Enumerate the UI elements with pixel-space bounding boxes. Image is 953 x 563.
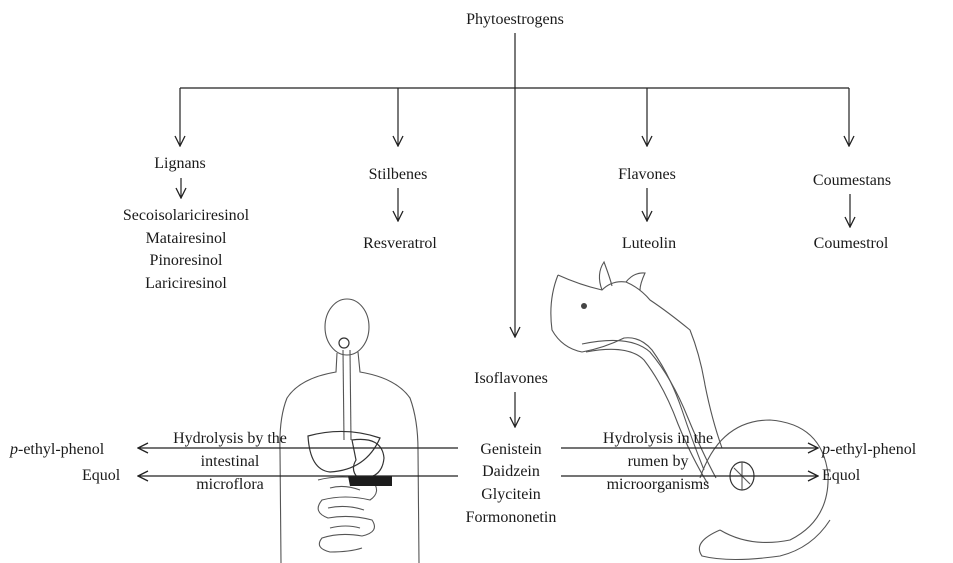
- isoflavones-label: Isoflavones: [474, 370, 548, 387]
- human-product-p-ethyl-phenol: p-ethyl-phenol: [9, 441, 105, 458]
- coumestans-compound: Coumestrol: [814, 235, 889, 252]
- colon-dark: [348, 476, 392, 486]
- human-product-equol: Equol: [82, 467, 121, 484]
- lignan-compound-1: Secoisolariciresinol: [123, 207, 250, 224]
- flavones-label: Flavones: [618, 166, 676, 183]
- root-node-label: Phytoestrogens: [466, 11, 564, 28]
- cow-product-italic-prefix: p: [821, 441, 830, 458]
- cow-product-p-ethyl-phenol: p-ethyl-phenol: [821, 441, 917, 458]
- cow-neck-top: [558, 275, 722, 448]
- lignan-compound-2: Matairesinol: [146, 230, 227, 247]
- isoflavone-compound-1: Genistein: [480, 441, 541, 458]
- intestines-icon: [318, 477, 377, 552]
- mouth-area: [339, 338, 349, 348]
- human-product-italic-prefix: p: [9, 441, 18, 458]
- cow-product-equol: Equol: [822, 467, 861, 484]
- stomach-icon: [352, 439, 384, 478]
- human-left-outline: [280, 353, 337, 563]
- cow-rumen-illustration: [551, 262, 830, 560]
- cow-hydrolysis-line-3: microorganisms: [607, 476, 710, 493]
- flavones-compound: Luteolin: [622, 235, 676, 252]
- stilbenes-label: Stilbenes: [369, 166, 428, 183]
- lignans-label: Lignans: [154, 155, 206, 172]
- cow-product-rest: -ethyl-phenol: [830, 441, 917, 458]
- esophagus: [343, 350, 344, 440]
- human-hydrolysis-line-1: Hydrolysis by the: [173, 430, 287, 447]
- human-hydrolysis-line-3: microflora: [196, 476, 264, 493]
- lignan-compound-4: Lariciresinol: [145, 275, 227, 292]
- tree-connectors: [138, 33, 850, 476]
- isoflavone-compound-4: Formononetin: [466, 509, 557, 526]
- isoflavone-compound-3: Glycitein: [481, 486, 541, 503]
- human-digestive-illustration: [280, 299, 419, 563]
- human-product-rest: -ethyl-phenol: [18, 441, 105, 458]
- lignan-compound-3: Pinoresinol: [150, 252, 223, 269]
- cow-ear: [599, 262, 612, 290]
- coumestans-label: Coumestans: [813, 172, 891, 189]
- human-hydrolysis-line-2: intestinal: [201, 453, 260, 470]
- cow-hydrolysis-line-2: rumen by: [628, 453, 689, 470]
- cow-hydrolysis-line-1: Hydrolysis in the: [603, 430, 713, 447]
- stilbenes-compound: Resveratrol: [363, 235, 437, 252]
- cow-eye: [581, 303, 587, 309]
- isoflavone-compound-2: Daidzein: [482, 463, 540, 480]
